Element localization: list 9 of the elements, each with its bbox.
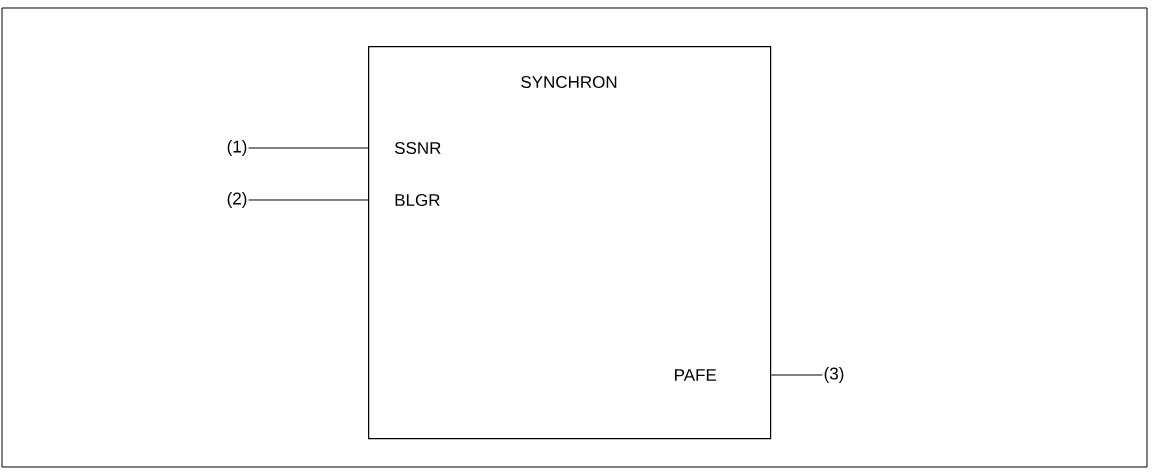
- pin-number: (3): [824, 367, 844, 383]
- connector-line: [248, 147, 369, 149]
- pin-number: (2): [227, 192, 247, 208]
- pin-label: SSNR: [395, 141, 441, 154]
- connector-line: [248, 199, 369, 201]
- pin-label: PAFE: [675, 369, 717, 381]
- pin-label: BLGR: [395, 193, 440, 206]
- pin-number: (1): [227, 140, 247, 156]
- connector-line: [770, 374, 823, 376]
